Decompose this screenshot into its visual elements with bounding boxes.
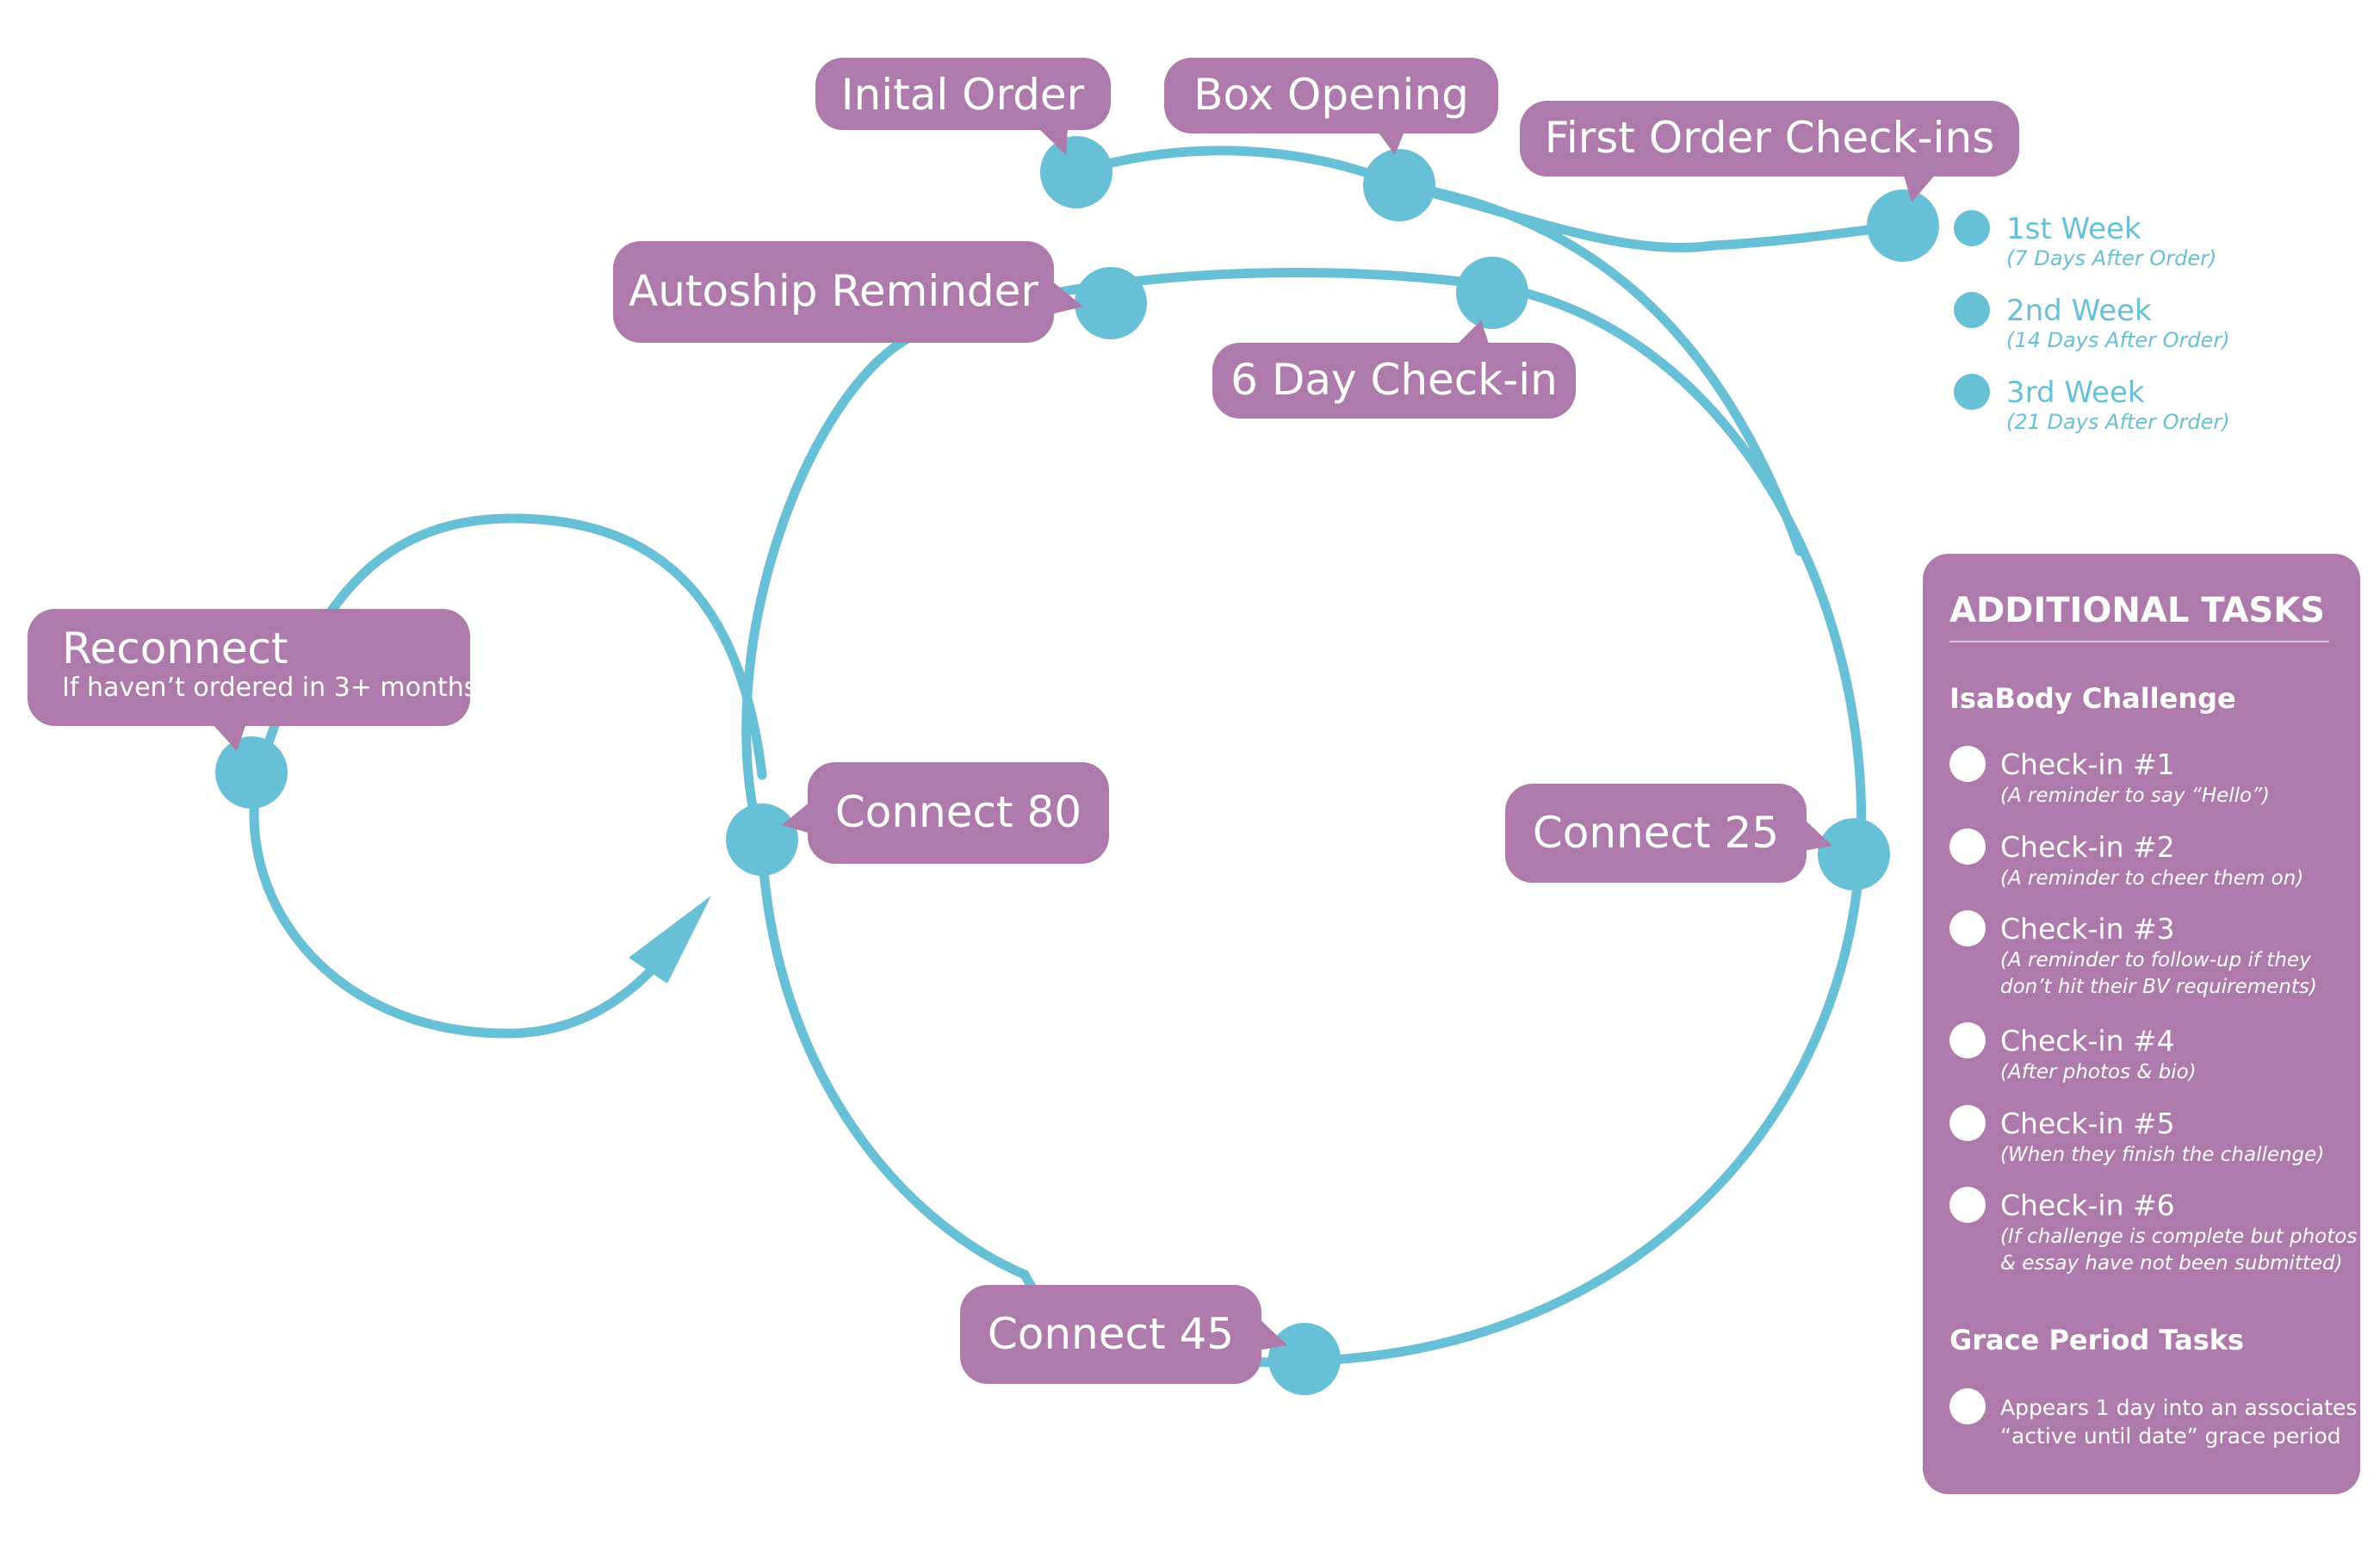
check-in-5[interactable]: Check-in #5 (When they finish the challe… <box>1949 1105 2324 1166</box>
task-title: Check-in #4 <box>2000 1024 2175 1058</box>
label-connect-80: Connect 80 <box>835 787 1082 837</box>
task-line: Appears 1 day into an associates <box>2000 1395 2357 1420</box>
week-item[interactable]: 2nd Week (14 Days After Order) <box>1954 292 2230 352</box>
label-reconnect-sub: If haven’t ordered in 3+ months <box>62 673 477 703</box>
week-title: 1st Week <box>2006 212 2141 246</box>
node-box-opening[interactable] <box>1363 149 1435 221</box>
task-sub: (If challenge is complete but photos <box>2000 1225 2357 1248</box>
week-sub: (14 Days After Order) <box>2006 328 2230 352</box>
callout-six-day-checkin[interactable]: 6 Day Check-in <box>1212 320 1576 419</box>
checkbox-circle-icon[interactable] <box>1949 1022 1986 1058</box>
label-connect-25: Connect 25 <box>1533 808 1779 858</box>
label-initial-order: Inital Order <box>841 70 1085 120</box>
week-1-dot-icon <box>1954 210 1990 246</box>
label-connect-45: Connect 45 <box>988 1309 1234 1359</box>
check-in-4[interactable]: Check-in #4 (After photos & bio) <box>1949 1022 2197 1083</box>
label-first-order-checkins: First Order Check-ins <box>1545 113 1995 163</box>
label-box-opening: Box Opening <box>1193 70 1469 120</box>
callout-connect-45[interactable]: Connect 45 <box>960 1285 1287 1384</box>
callout-connect-80[interactable]: Connect 80 <box>782 762 1109 864</box>
check-in-1[interactable]: Check-in #1 (A reminder to say “Hello”) <box>1949 746 2270 807</box>
callout-first-order-checkins[interactable]: First Order Check-ins <box>1520 101 2019 202</box>
task-title: Check-in #6 <box>2000 1188 2175 1222</box>
week-3-dot-icon <box>1954 374 1990 410</box>
checkbox-circle-icon[interactable] <box>1949 1105 1986 1141</box>
check-in-3[interactable]: Check-in #3 (A reminder to follow-up if … <box>1949 910 2317 998</box>
label-six-day-checkin: 6 Day Check-in <box>1230 355 1558 405</box>
callout-connect-25[interactable]: Connect 25 <box>1505 784 1832 883</box>
label-reconnect: Reconnect <box>62 624 288 673</box>
task-title: Check-in #5 <box>2000 1107 2175 1140</box>
task-title: Check-in #1 <box>2000 748 2175 781</box>
additional-tasks-panel: ADDITIONAL TASKS IsaBody Challenge Check… <box>1923 554 2360 1494</box>
task-sub: (A reminder to follow-up if they <box>2000 949 2311 971</box>
task-sub: don’t hit their BV requirements) <box>2000 976 2317 998</box>
callout-reconnect[interactable]: Reconnect If haven’t ordered in 3+ month… <box>28 609 477 751</box>
node-first-order-checkins[interactable] <box>1867 189 1939 262</box>
checkbox-circle-icon[interactable] <box>1949 1187 1986 1223</box>
checkbox-circle-icon[interactable] <box>1949 828 1986 865</box>
task-sub: (A reminder to cheer them on) <box>2000 867 2303 890</box>
week-item[interactable]: 1st Week (7 Days After Order) <box>1954 210 2216 270</box>
node-initial-order[interactable] <box>1040 136 1113 208</box>
check-in-6[interactable]: Check-in #6 (If challenge is complete bu… <box>1949 1187 2357 1275</box>
week-2-dot-icon <box>1954 292 1990 328</box>
node-autoship-reminder[interactable] <box>1075 267 1147 339</box>
week-title: 2nd Week <box>2006 294 2152 328</box>
task-sub: & essay have not been submitted) <box>2000 1252 2343 1275</box>
checkbox-circle-icon[interactable] <box>1949 1388 1986 1424</box>
node-reconnect[interactable] <box>215 736 288 809</box>
task-sub: (After photos & bio) <box>2000 1061 2197 1083</box>
callout-autoship-reminder[interactable]: Autoship Reminder <box>613 241 1083 343</box>
task-sub: (When they finish the challenge) <box>2000 1144 2324 1166</box>
first-order-weeks: 1st Week (7 Days After Order) 2nd Week (… <box>1954 210 2230 434</box>
panel-title: ADDITIONAL TASKS <box>1949 591 2325 630</box>
week-title: 3rd Week <box>2006 375 2145 410</box>
task-line: “active until date” grace period <box>2000 1424 2341 1449</box>
box-to-cycle-line <box>1394 180 1805 556</box>
reconnect-loop-line <box>249 513 767 1039</box>
week-sub: (7 Days After Order) <box>2006 246 2216 270</box>
node-connect-25[interactable] <box>1818 818 1890 890</box>
checkbox-circle-icon[interactable] <box>1949 746 1986 782</box>
task-title: Check-in #2 <box>2000 830 2175 864</box>
section-heading-grace: Grace Period Tasks <box>1949 1324 2244 1356</box>
callout-box-opening[interactable]: Box Opening <box>1164 58 1498 155</box>
section-heading-isabody: IsaBody Challenge <box>1949 682 2236 715</box>
cycle-nodes <box>215 136 1939 1395</box>
week-item[interactable]: 3rd Week (21 Days After Order) <box>1954 374 2230 434</box>
checkbox-circle-icon[interactable] <box>1949 910 1986 946</box>
node-connect-80[interactable] <box>726 804 798 876</box>
node-connect-45[interactable] <box>1268 1323 1341 1395</box>
reconnect-arrow-icon <box>629 896 711 983</box>
week-sub: (21 Days After Order) <box>2006 410 2230 434</box>
label-autoship-reminder: Autoship Reminder <box>629 266 1038 316</box>
task-sub: (A reminder to say “Hello”) <box>2000 785 2270 807</box>
grace-task[interactable]: Appears 1 day into an associates “active… <box>1949 1388 2357 1449</box>
node-six-day-checkin[interactable] <box>1456 257 1528 329</box>
check-in-2[interactable]: Check-in #2 (A reminder to cheer them on… <box>1949 828 2303 890</box>
callout-initial-order[interactable]: Inital Order <box>815 58 1111 155</box>
task-title: Check-in #3 <box>2000 912 2175 946</box>
connector-lines <box>249 146 1908 1368</box>
